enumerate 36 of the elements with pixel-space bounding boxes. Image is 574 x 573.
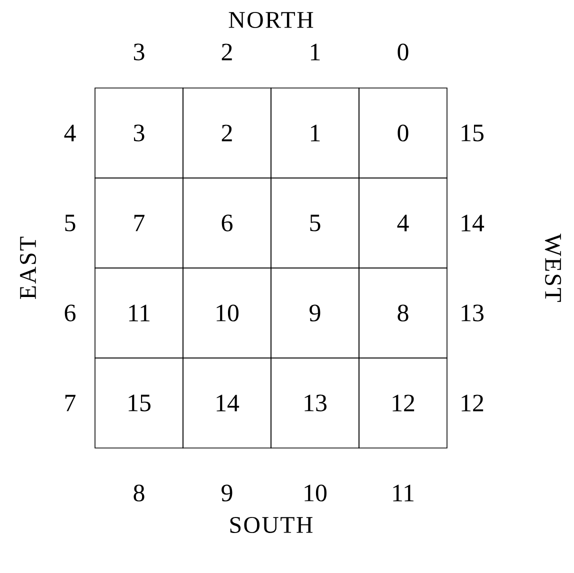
grid-cell: 7 xyxy=(94,178,184,268)
grid-cell: 1 xyxy=(270,88,360,178)
direction-label: WEST xyxy=(544,234,562,302)
grid-cell: 6 xyxy=(182,178,272,268)
port-number: 14 xyxy=(462,214,484,232)
port-number: 9 xyxy=(222,484,232,502)
grid-cell: 0 xyxy=(358,88,448,178)
grid-cell: 15 xyxy=(94,358,184,448)
port-number: 8 xyxy=(134,484,144,502)
port-number: 10 xyxy=(304,484,326,502)
port-number: 0 xyxy=(398,44,408,60)
direction-label: SOUTH xyxy=(230,516,312,534)
port-number: 13 xyxy=(462,304,484,322)
port-number: 4 xyxy=(64,124,76,142)
port-number: 12 xyxy=(462,394,484,412)
port-number: 11 xyxy=(393,484,414,502)
grid-cell: 12 xyxy=(358,358,448,448)
port-number: 7 xyxy=(65,394,76,412)
grid-cell: 14 xyxy=(182,358,272,448)
direction-label: NORTH xyxy=(228,12,314,28)
port-number: 2 xyxy=(222,44,232,60)
grid-cell: 2 xyxy=(182,88,272,178)
direction-label: EAST xyxy=(20,236,36,299)
grid-cell: 9 xyxy=(270,268,360,358)
grid-cell: 3 xyxy=(94,88,184,178)
grid-cell: 4 xyxy=(358,178,448,268)
port-number: 5 xyxy=(65,214,76,232)
grid-cell: 11 xyxy=(94,268,184,358)
port-number: 1 xyxy=(310,44,320,60)
port-number: 15 xyxy=(462,124,484,142)
grid-cell: 8 xyxy=(358,268,448,358)
port-number: 3 xyxy=(134,44,144,60)
grid-cell: 10 xyxy=(182,268,272,358)
grid-cell: 5 xyxy=(270,178,360,268)
port-number: 6 xyxy=(64,304,76,322)
grid-cell: 13 xyxy=(270,358,360,448)
